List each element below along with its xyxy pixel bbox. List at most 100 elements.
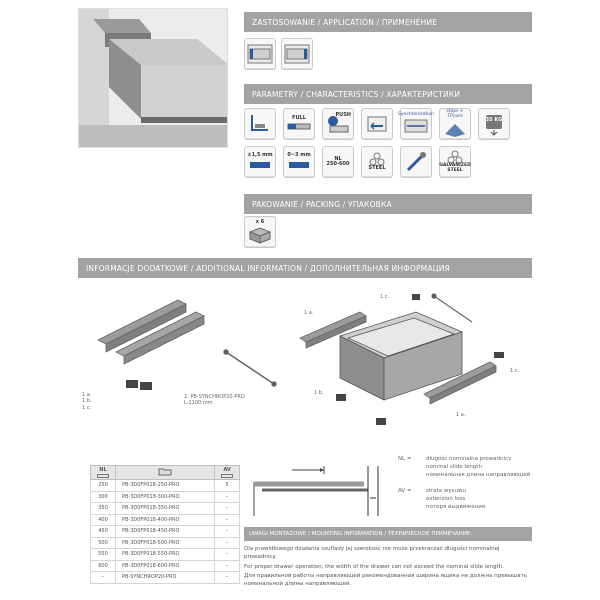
box-icon: x 6 [244, 216, 276, 248]
mounting-ru: Для правильной работы направляющей реком… [244, 572, 528, 587]
cell-av: – [214, 537, 240, 549]
exploded-view-diagram: 1 a. 1 b. 1 c. 2. PB-SYNCHROP20-PRO L-11… [78, 282, 532, 450]
av-pl: strata wysuwu [426, 487, 467, 494]
label-c-right: 1 c. [510, 368, 520, 374]
label-1c: 1 c. [82, 404, 92, 411]
cell-nl: 500 [90, 537, 116, 549]
parameters-header: PARAMETRY / CHARACTERISTICS / ХАРАКТЕРИС… [244, 84, 532, 104]
cell-code: PB-3D0FP018-250-PRO [114, 479, 216, 492]
soft-close-icon [361, 108, 393, 140]
tolerance2-label: 0~3 mm [287, 152, 311, 159]
cell-av: – [214, 571, 240, 584]
load-weight-icon: 35 KG [478, 108, 510, 140]
push-label: PUSH [335, 112, 351, 118]
cell-av: – [214, 502, 240, 515]
nl-label: NL [334, 155, 342, 162]
galvanized-steel-icon: GALVANIZED STEEL [439, 146, 471, 178]
cell-av: – [214, 514, 240, 526]
application-header: ZASTOSOWANIE / APPLICATION / ПРИМЕНЕНИЕ [244, 12, 532, 32]
product-hero-image [78, 8, 228, 148]
cell-code: PB-3D0FP018-400-PRO [114, 514, 216, 526]
cell-nl: 300 [90, 491, 116, 503]
weight-label: 35 KG [485, 117, 503, 123]
mounting-text: Dla prawidłowego działania szuflady jej … [244, 545, 532, 589]
cell-code: PB-3D0FP018-300-PRO [114, 491, 216, 503]
synchronization-icon: Synchronization [397, 108, 435, 140]
full-label: FULL [292, 115, 306, 122]
sync-rod-right [431, 293, 473, 323]
cell-nl: 550 [90, 548, 116, 561]
additional-info-header: INFORMACJE DODATKOWE / ADDITIONAL INFORM… [78, 258, 532, 278]
cell-code: PB-3D0FP018-500-PRO [114, 537, 216, 549]
col-av: AV [214, 465, 240, 480]
cell-nl: – [90, 571, 116, 584]
nl-key: NL = [398, 456, 412, 462]
cell-code: PB-3D0FP018-350-PRO [114, 502, 216, 515]
cell-nl: 400 [90, 514, 116, 526]
cell-av: – [214, 491, 240, 503]
mounting-en: For proper drawer operation, the width o… [244, 563, 504, 570]
synchro-label: Synchronization [397, 111, 435, 117]
steps-tpcore-icon: steps + TPcore [439, 108, 471, 140]
cell-av: – [214, 525, 240, 538]
mounting-pl: Dla prawidłowego działania szuflady jej … [244, 546, 500, 561]
mounting-tool-icon [400, 146, 432, 178]
lock-clips-left [126, 380, 152, 390]
label-c-top: 1 c. [380, 294, 390, 300]
cell-nl: 250 [90, 479, 116, 492]
av-key: AV = [398, 487, 412, 494]
cell-code: PB-3D0FP018-600-PRO [114, 560, 216, 572]
slide-pair-left [97, 299, 205, 365]
application-icon-cabinet [244, 38, 276, 70]
label-a-left: 1 a. [304, 310, 314, 316]
nl-en: nominal slide length [426, 463, 482, 470]
av-ru: потеря выдвижения [426, 503, 486, 510]
cell-code: PB-SYNCHROP20-PRO [114, 571, 216, 584]
legend-notes: NL = długość nominalna prowadnicy nomina… [398, 456, 538, 512]
lock-clips-right [336, 294, 504, 425]
mounting-header: UWAGI MONTAŻOWE / MOUNTING INFORMATION /… [244, 527, 532, 541]
galvanized-label: GALVANIZED STEEL [439, 163, 471, 173]
label-1a: 1 a. [82, 392, 92, 398]
steel-icon: STEEL [361, 146, 393, 178]
packing-header: PAKOWANIE / PACKING / УПАКОВКА [244, 194, 532, 214]
sync-caption: 2. PB-SYNCHROP20-PRO [184, 394, 245, 400]
pack-count: x 6 [255, 219, 265, 226]
application-icon-drawer [281, 38, 313, 70]
cell-nl: 600 [90, 560, 116, 572]
sync-length: L-1100 mm [184, 400, 213, 407]
col-code [114, 465, 216, 480]
nl-range: 250-600 [326, 161, 350, 167]
steps-label: steps + TPcore [446, 109, 464, 119]
label-b-mid: 1 b. [314, 390, 324, 396]
tolerance1-label: ±1,5 mm [247, 152, 273, 159]
slide-center [299, 311, 367, 349]
full-extension-icon: FULL [283, 108, 315, 140]
cross-section-drawing [244, 460, 384, 520]
nl-ru: номинальная длина направляющей [426, 471, 531, 478]
col-nl: NL [90, 465, 116, 480]
undermount-icon [244, 108, 276, 140]
cell-av: 5 [214, 479, 240, 492]
label-1b: 1 b. [82, 398, 92, 405]
nominal-length-icon: NL 250-600 [322, 146, 354, 178]
cell-code: PB-3D0FP018-550-PRO [114, 548, 216, 561]
side-adjustment-icon: 0~3 mm [283, 146, 315, 178]
drawer-box [338, 311, 464, 401]
cell-code: PB-3D0FP018-450-PRO [114, 525, 216, 538]
steel-label: STEEL [368, 165, 386, 172]
av-en: extension loss [426, 495, 466, 502]
label-a-right: 1 a. [456, 412, 466, 418]
nl-pl: długość nominalna prowadnicy [426, 456, 512, 462]
folder-icon [158, 468, 172, 476]
cell-av: – [214, 560, 240, 572]
